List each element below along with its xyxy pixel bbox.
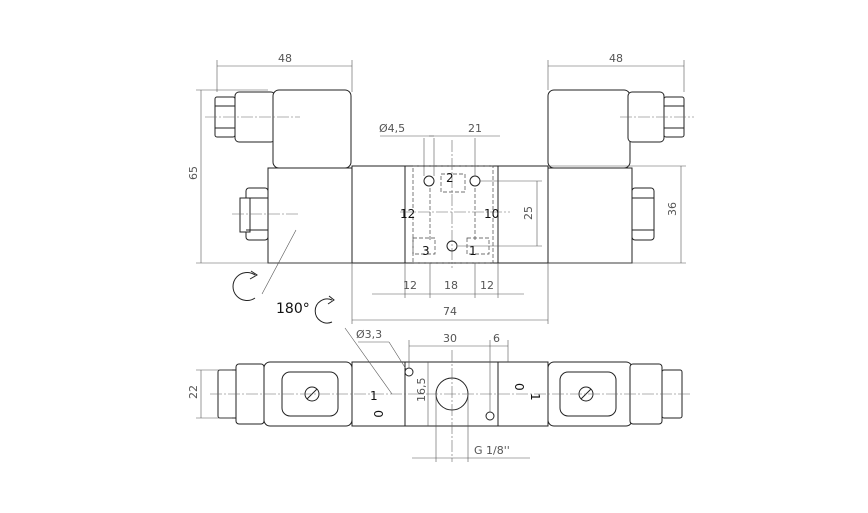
mark-left-zero: 0 (371, 410, 385, 418)
port-label-12: 12 (400, 207, 415, 221)
right-solenoid (547, 167, 655, 264)
dim-label-12-left: 12 (403, 279, 417, 292)
right-connector (547, 89, 694, 169)
dim-label-thread: G 1/8'' (474, 444, 510, 457)
port-label-10: 10 (484, 207, 499, 221)
dim-label-65: 65 (187, 166, 200, 180)
dim-label-22: 22 (187, 385, 200, 399)
left-solenoid (232, 167, 355, 264)
port-label-3: 3 (422, 244, 430, 258)
dim-label-port-diameter: Ø4,5 (379, 122, 405, 135)
dim-label-mount-hole: Ø3,3 (356, 328, 382, 341)
dim-label-74: 74 (443, 305, 457, 318)
dim-plan-height: 22 (187, 369, 232, 419)
dim-label-21: 21 (468, 122, 482, 135)
dim-coil-width-left: 48 (216, 52, 353, 92)
dim-body-length: 74 (351, 263, 549, 324)
dim-label-48-right: 48 (609, 52, 623, 65)
left-connector (205, 89, 352, 169)
dim-label-30: 30 (443, 332, 457, 345)
rotation-label: 180° (276, 301, 310, 317)
dim-thread: G 1/8'' (412, 394, 530, 462)
valve-body (351, 140, 549, 268)
dim-label-48-left: 48 (278, 52, 292, 65)
dim-label-18: 18 (444, 279, 458, 292)
dim-body-height: 36 (548, 165, 686, 264)
plan-view: 1 0 1 0 22 Ø3,3 30 6 1 (187, 327, 690, 462)
dim-label-6: 6 (493, 332, 500, 345)
mark-right-one: 1 (528, 393, 542, 401)
rotation-arrows (232, 229, 335, 324)
dim-port-vertical: 25 (458, 180, 542, 247)
dim-coil-width-right: 48 (547, 52, 685, 92)
dim-label-12-right: 12 (480, 279, 494, 292)
dim-label-36: 36 (666, 202, 679, 216)
dim-port-top: Ø4,5 21 (379, 122, 500, 176)
port-label-1: 1 (469, 244, 477, 258)
port-label-2: 2 (446, 171, 454, 185)
dim-mount-hole: Ø3,3 (344, 327, 407, 395)
dim-bottom-row: 12 18 12 (372, 263, 524, 298)
dim-total-height: 65 (187, 89, 352, 264)
dim-mount-top: 30 6 (408, 332, 509, 412)
front-view: 2 12 10 3 1 48 48 65 (187, 52, 694, 324)
mark-left-one: 1 (370, 389, 378, 403)
dim-plan-center: 16,5 (415, 362, 429, 426)
dim-label-16-5: 16,5 (415, 378, 428, 403)
mark-right-zero: 0 (512, 383, 526, 391)
dim-label-25: 25 (522, 206, 535, 220)
